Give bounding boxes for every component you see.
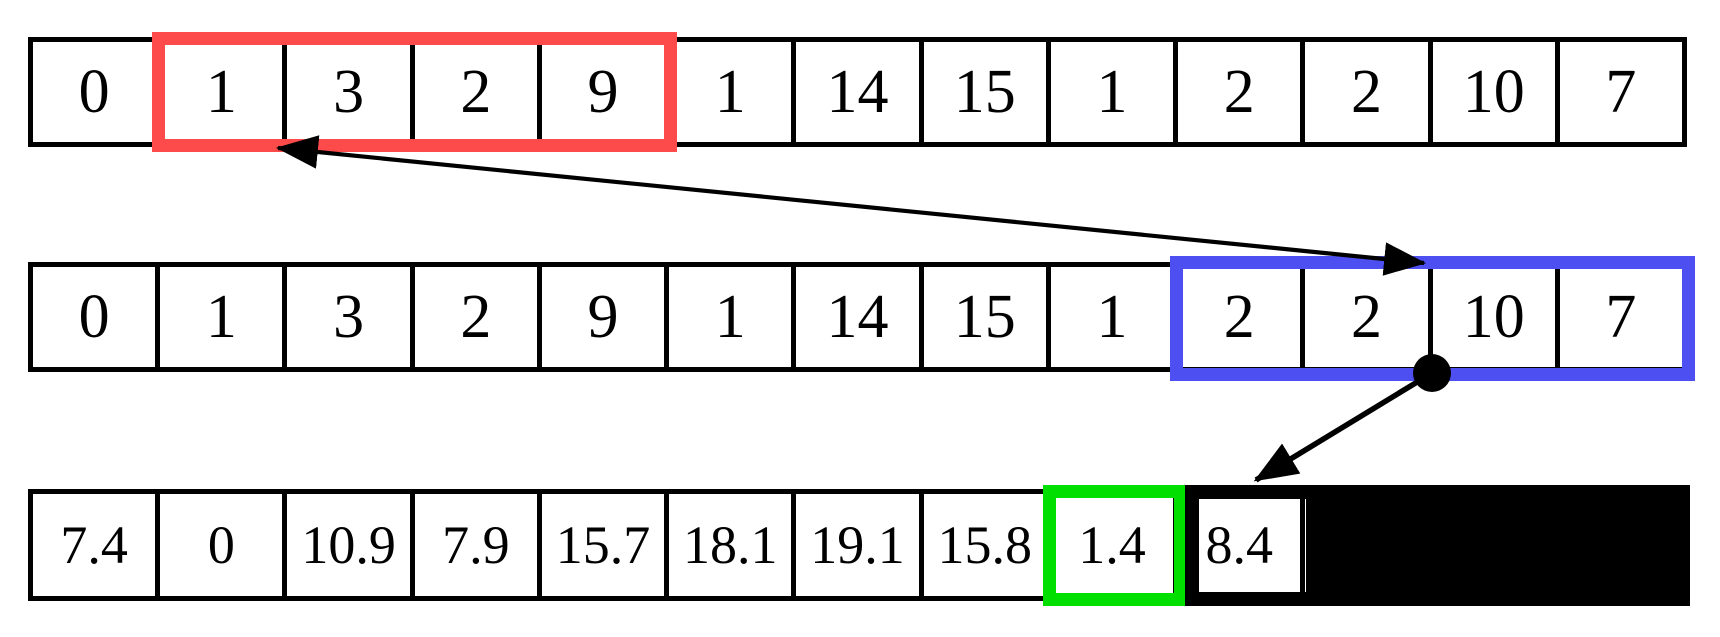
green-selection-window [1043, 485, 1187, 606]
cell-value: 2 [460, 57, 492, 126]
red-selection-window [152, 32, 677, 152]
cell-value: 3 [333, 282, 365, 351]
cell-value: 18.1 [683, 515, 778, 575]
array-cell: 15 [924, 267, 1051, 367]
pointer-arrow [1253, 370, 1434, 483]
array-cell: 7.9 [415, 494, 542, 596]
cell-value: 15.7 [555, 515, 651, 575]
cell-value: 1 [714, 57, 746, 126]
cell-value: 2 [1223, 57, 1255, 126]
array-cell: 2 [415, 267, 542, 367]
blue-selection-window [1170, 256, 1695, 381]
black-box-solid-fill [1306, 485, 1690, 606]
cell-value: 7 [1605, 282, 1637, 351]
array-cell: 14 [796, 267, 924, 367]
array-cell: 0 [160, 494, 288, 596]
cell-value: 2 [1350, 282, 1382, 351]
array-cell: 7 [1560, 267, 1682, 367]
array-cell: 2 [1178, 267, 1306, 367]
array-cell: 1 [1051, 267, 1179, 367]
array-cell: 10 [1433, 267, 1560, 367]
array-cell: 7.4 [33, 494, 161, 596]
array-cell: 7 [1560, 42, 1682, 142]
cell-value: 14 [826, 282, 889, 351]
array-cell: 1 [669, 42, 797, 142]
array-cell: 15.8 [924, 494, 1051, 596]
cell-value: 10 [1462, 57, 1525, 126]
array-cell: 2 [1305, 42, 1433, 142]
cell-value: 15.8 [937, 515, 1033, 575]
array-cell: 14 [796, 42, 924, 142]
array-cell: 8.4 [1178, 494, 1306, 596]
array-cell: 10.9 [287, 494, 415, 596]
cell-value: 0 [78, 282, 110, 351]
cell-value: 7 [1605, 57, 1637, 126]
cell-value: 3 [333, 57, 365, 126]
cell-value: 2 [1223, 282, 1255, 351]
cell-value: 1 [205, 57, 237, 126]
cell-value: 2 [1350, 57, 1382, 126]
array-row-top: 0 1 3 2 9 1 14 [28, 37, 1687, 147]
cell-value: 9 [587, 282, 619, 351]
array-cell: 2 [415, 42, 542, 142]
cell-value: 8.4 [1205, 515, 1273, 575]
cell-value: 2 [460, 282, 492, 351]
cell-value: 9 [587, 57, 619, 126]
array-cell: 3 [287, 267, 415, 367]
array-cell: 15 [924, 42, 1051, 142]
cell-value: 1.4 [1078, 515, 1146, 575]
cell-value: 1 [1096, 57, 1128, 126]
cell-value: 0 [207, 515, 235, 575]
array-cell: 19.1 [796, 494, 924, 596]
cell-value: 19.1 [810, 515, 905, 575]
array-cell: 3 [287, 42, 415, 142]
black-box-left-bar [1185, 485, 1199, 606]
array-cell: 1 [669, 267, 797, 367]
array-cell: 2 [1305, 267, 1433, 367]
array-cell: 0 [33, 267, 161, 367]
cell-value: 7.4 [60, 515, 128, 575]
cell-value: 10 [1462, 282, 1525, 351]
array-cell: 1 [160, 42, 288, 142]
cell-value: 15 [953, 57, 1016, 126]
cell-value: 7.9 [442, 515, 510, 575]
array-cell: 1 [1051, 42, 1179, 142]
swap-double-arrow [275, 135, 1427, 276]
array-cell: 9 [542, 267, 670, 367]
cell-value: 1 [714, 282, 746, 351]
array-cell: 1 [160, 267, 288, 367]
cell-value: 10.9 [301, 515, 396, 575]
cell-value: 1 [1096, 282, 1128, 351]
array-cell: 18.1 [669, 494, 797, 596]
cell-value: 0 [78, 57, 110, 126]
array-cell: 10 [1433, 42, 1560, 142]
array-cell: 0 [33, 42, 161, 142]
array-cell: 15.7 [542, 494, 670, 596]
cell-value: 1 [205, 282, 237, 351]
cell-value: 14 [826, 57, 889, 126]
array-cell: 2 [1178, 42, 1306, 142]
cell-value: 15 [953, 282, 1016, 351]
